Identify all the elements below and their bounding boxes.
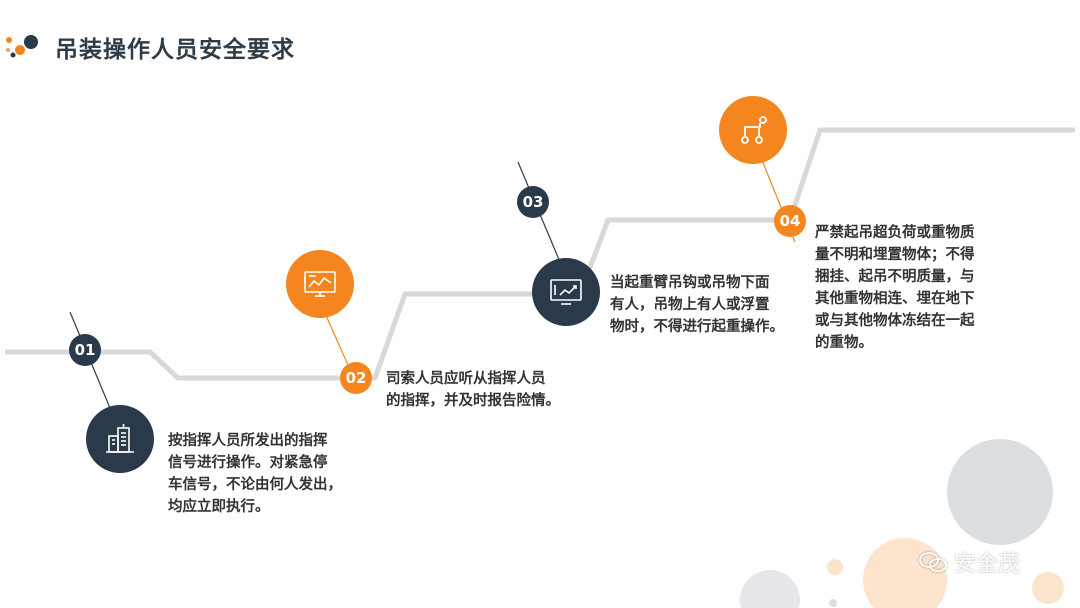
staircase-path bbox=[5, 127, 1075, 381]
text-line: 有人，吊物上有人或浮置 bbox=[610, 297, 770, 313]
step-description: 严禁起吊超负荷或重物质 量不明和埋置物体；不得 捆挂、起吊不明质量，与 其他重物… bbox=[815, 222, 975, 354]
step-number-badge: 02 bbox=[340, 362, 372, 394]
step-description: 当起重臂吊钩或吊物下面 有人，吊物上有人或浮置 物时，不得进行起重操作。 bbox=[610, 272, 784, 338]
text-line: 按指挥人员所发出的指挥 bbox=[168, 433, 328, 449]
text-line: 当起重臂吊钩或吊物下面 bbox=[610, 275, 770, 291]
text-line: 均应立即执行。 bbox=[168, 499, 270, 515]
monitor-chart-icon bbox=[304, 271, 336, 297]
deco-circle bbox=[829, 599, 837, 607]
watermark: 安全茂 bbox=[918, 546, 1020, 578]
step-description: 按指挥人员所发出的指挥 信号进行操作。对紧急停 车信号，不论由何人发出， 均应立… bbox=[168, 430, 342, 518]
text-line: 量不明和埋置物体；不得 bbox=[815, 247, 975, 263]
text-line: 或与其他物体冻结在一起 bbox=[815, 313, 975, 329]
step-number-badge: 04 bbox=[774, 205, 806, 237]
branch-icon bbox=[741, 116, 767, 144]
step-description: 司索人员应听从指挥人员 的指挥，并及时报告险情。 bbox=[386, 368, 560, 412]
text-line: 其他重物相连、埋在地下 bbox=[815, 291, 975, 307]
step-icon-circle bbox=[86, 405, 154, 473]
watermark-text: 安全茂 bbox=[954, 552, 1021, 577]
text-line: 司索人员应听从指挥人员 bbox=[386, 371, 546, 387]
text-line: 捆挂、起吊不明质量，与 bbox=[815, 269, 975, 285]
step-icon-circle bbox=[532, 258, 600, 326]
trend-chart-icon bbox=[550, 279, 582, 305]
deco-circle bbox=[827, 559, 843, 575]
text-line: 的指挥，并及时报告险情。 bbox=[386, 393, 560, 409]
deco-circle bbox=[740, 570, 800, 608]
step-number-badge: 03 bbox=[517, 186, 549, 218]
text-line: 严禁起吊超负荷或重物质 bbox=[815, 225, 975, 241]
deco-circle bbox=[863, 538, 947, 608]
logo-dots-icon bbox=[6, 35, 38, 58]
building-icon bbox=[106, 424, 134, 453]
text-line: 物时，不得进行起重操作。 bbox=[610, 319, 784, 335]
deco-circle bbox=[947, 439, 1053, 545]
step-number-badge: 01 bbox=[69, 334, 101, 366]
step-icon-circle bbox=[719, 96, 787, 164]
deco-circle bbox=[1032, 572, 1064, 604]
text-line: 信号进行操作。对紧急停 bbox=[168, 455, 328, 471]
wechat-icon bbox=[919, 552, 947, 572]
step-icon-circle bbox=[286, 250, 354, 318]
text-line: 车信号，不论由何人发出， bbox=[168, 477, 342, 493]
text-line: 的重物。 bbox=[815, 335, 873, 351]
page-title: 吊装操作人员安全要求 bbox=[55, 37, 295, 63]
